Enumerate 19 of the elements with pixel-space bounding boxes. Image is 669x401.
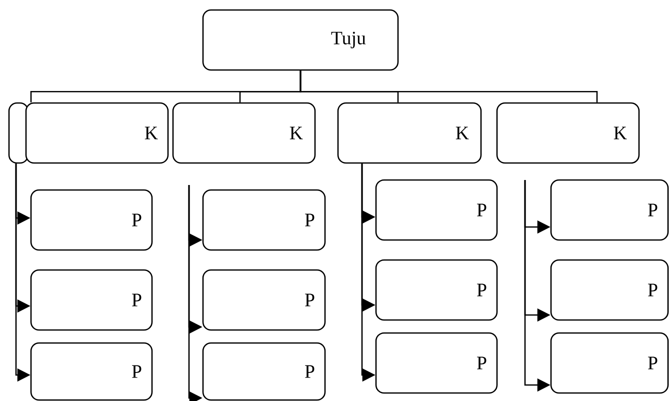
rounded-box: P — [375, 179, 498, 241]
rounded-box: K — [25, 102, 169, 164]
rounded-box: P — [202, 342, 326, 401]
rounded-box — [8, 102, 29, 164]
rounded-box: P — [375, 332, 498, 394]
goal-box: Tuju — [202, 9, 399, 71]
rounded-box: K — [337, 102, 482, 164]
rounded-box: P — [550, 179, 669, 241]
connector — [300, 70, 598, 102]
rounded-box: P — [550, 332, 669, 394]
rounded-box: P — [202, 189, 326, 251]
rounded-box: P — [550, 259, 669, 321]
rounded-box: P — [30, 269, 153, 331]
rounded-box: P — [375, 259, 498, 321]
rounded-box: P — [30, 189, 153, 251]
rounded-box: P — [202, 269, 326, 331]
rounded-box: P — [30, 342, 153, 401]
rounded-box: K — [172, 102, 316, 164]
rounded-box: K — [496, 102, 640, 164]
